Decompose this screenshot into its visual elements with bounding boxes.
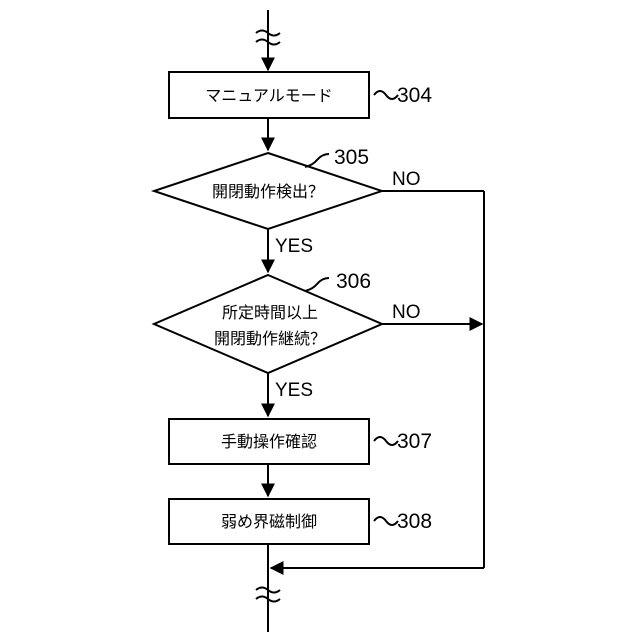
bottom-connector <box>256 544 280 632</box>
yes-label-306: YES <box>275 380 313 401</box>
no-label-305: NO <box>392 169 421 190</box>
ref-number-306: 306 <box>336 270 371 293</box>
ref-number-307: 307 <box>397 430 432 453</box>
ref-leader-307 <box>374 437 398 445</box>
decision-label-306-line1: 所定時間以上 <box>222 303 318 322</box>
yes-label-305: YES <box>275 236 313 257</box>
process-box-304: マニュアルモード <box>169 72 369 118</box>
no-label-306: NO <box>392 302 421 323</box>
ref-leader-304 <box>374 91 398 99</box>
process-box-307: 手動操作確認 <box>169 419 369 464</box>
process-label-304: マニュアルモード <box>205 86 333 105</box>
ref-number-308: 308 <box>397 510 432 533</box>
ref-leader-306 <box>305 278 329 291</box>
process-box-308: 弱め界磁制御 <box>169 499 369 544</box>
ref-leader-305 <box>305 154 329 167</box>
top-connector <box>256 10 280 70</box>
decision-label-305: 開閉動作検出？ <box>212 182 324 201</box>
ref-number-305: 305 <box>334 146 369 169</box>
decision-label-306-line2: 開閉動作継続？ <box>214 329 326 348</box>
ref-leader-308 <box>374 517 398 525</box>
process-label-308: 弱め界磁制御 <box>221 512 317 531</box>
process-label-307: 手動操作確認 <box>221 432 317 451</box>
ref-number-304: 304 <box>397 84 432 107</box>
